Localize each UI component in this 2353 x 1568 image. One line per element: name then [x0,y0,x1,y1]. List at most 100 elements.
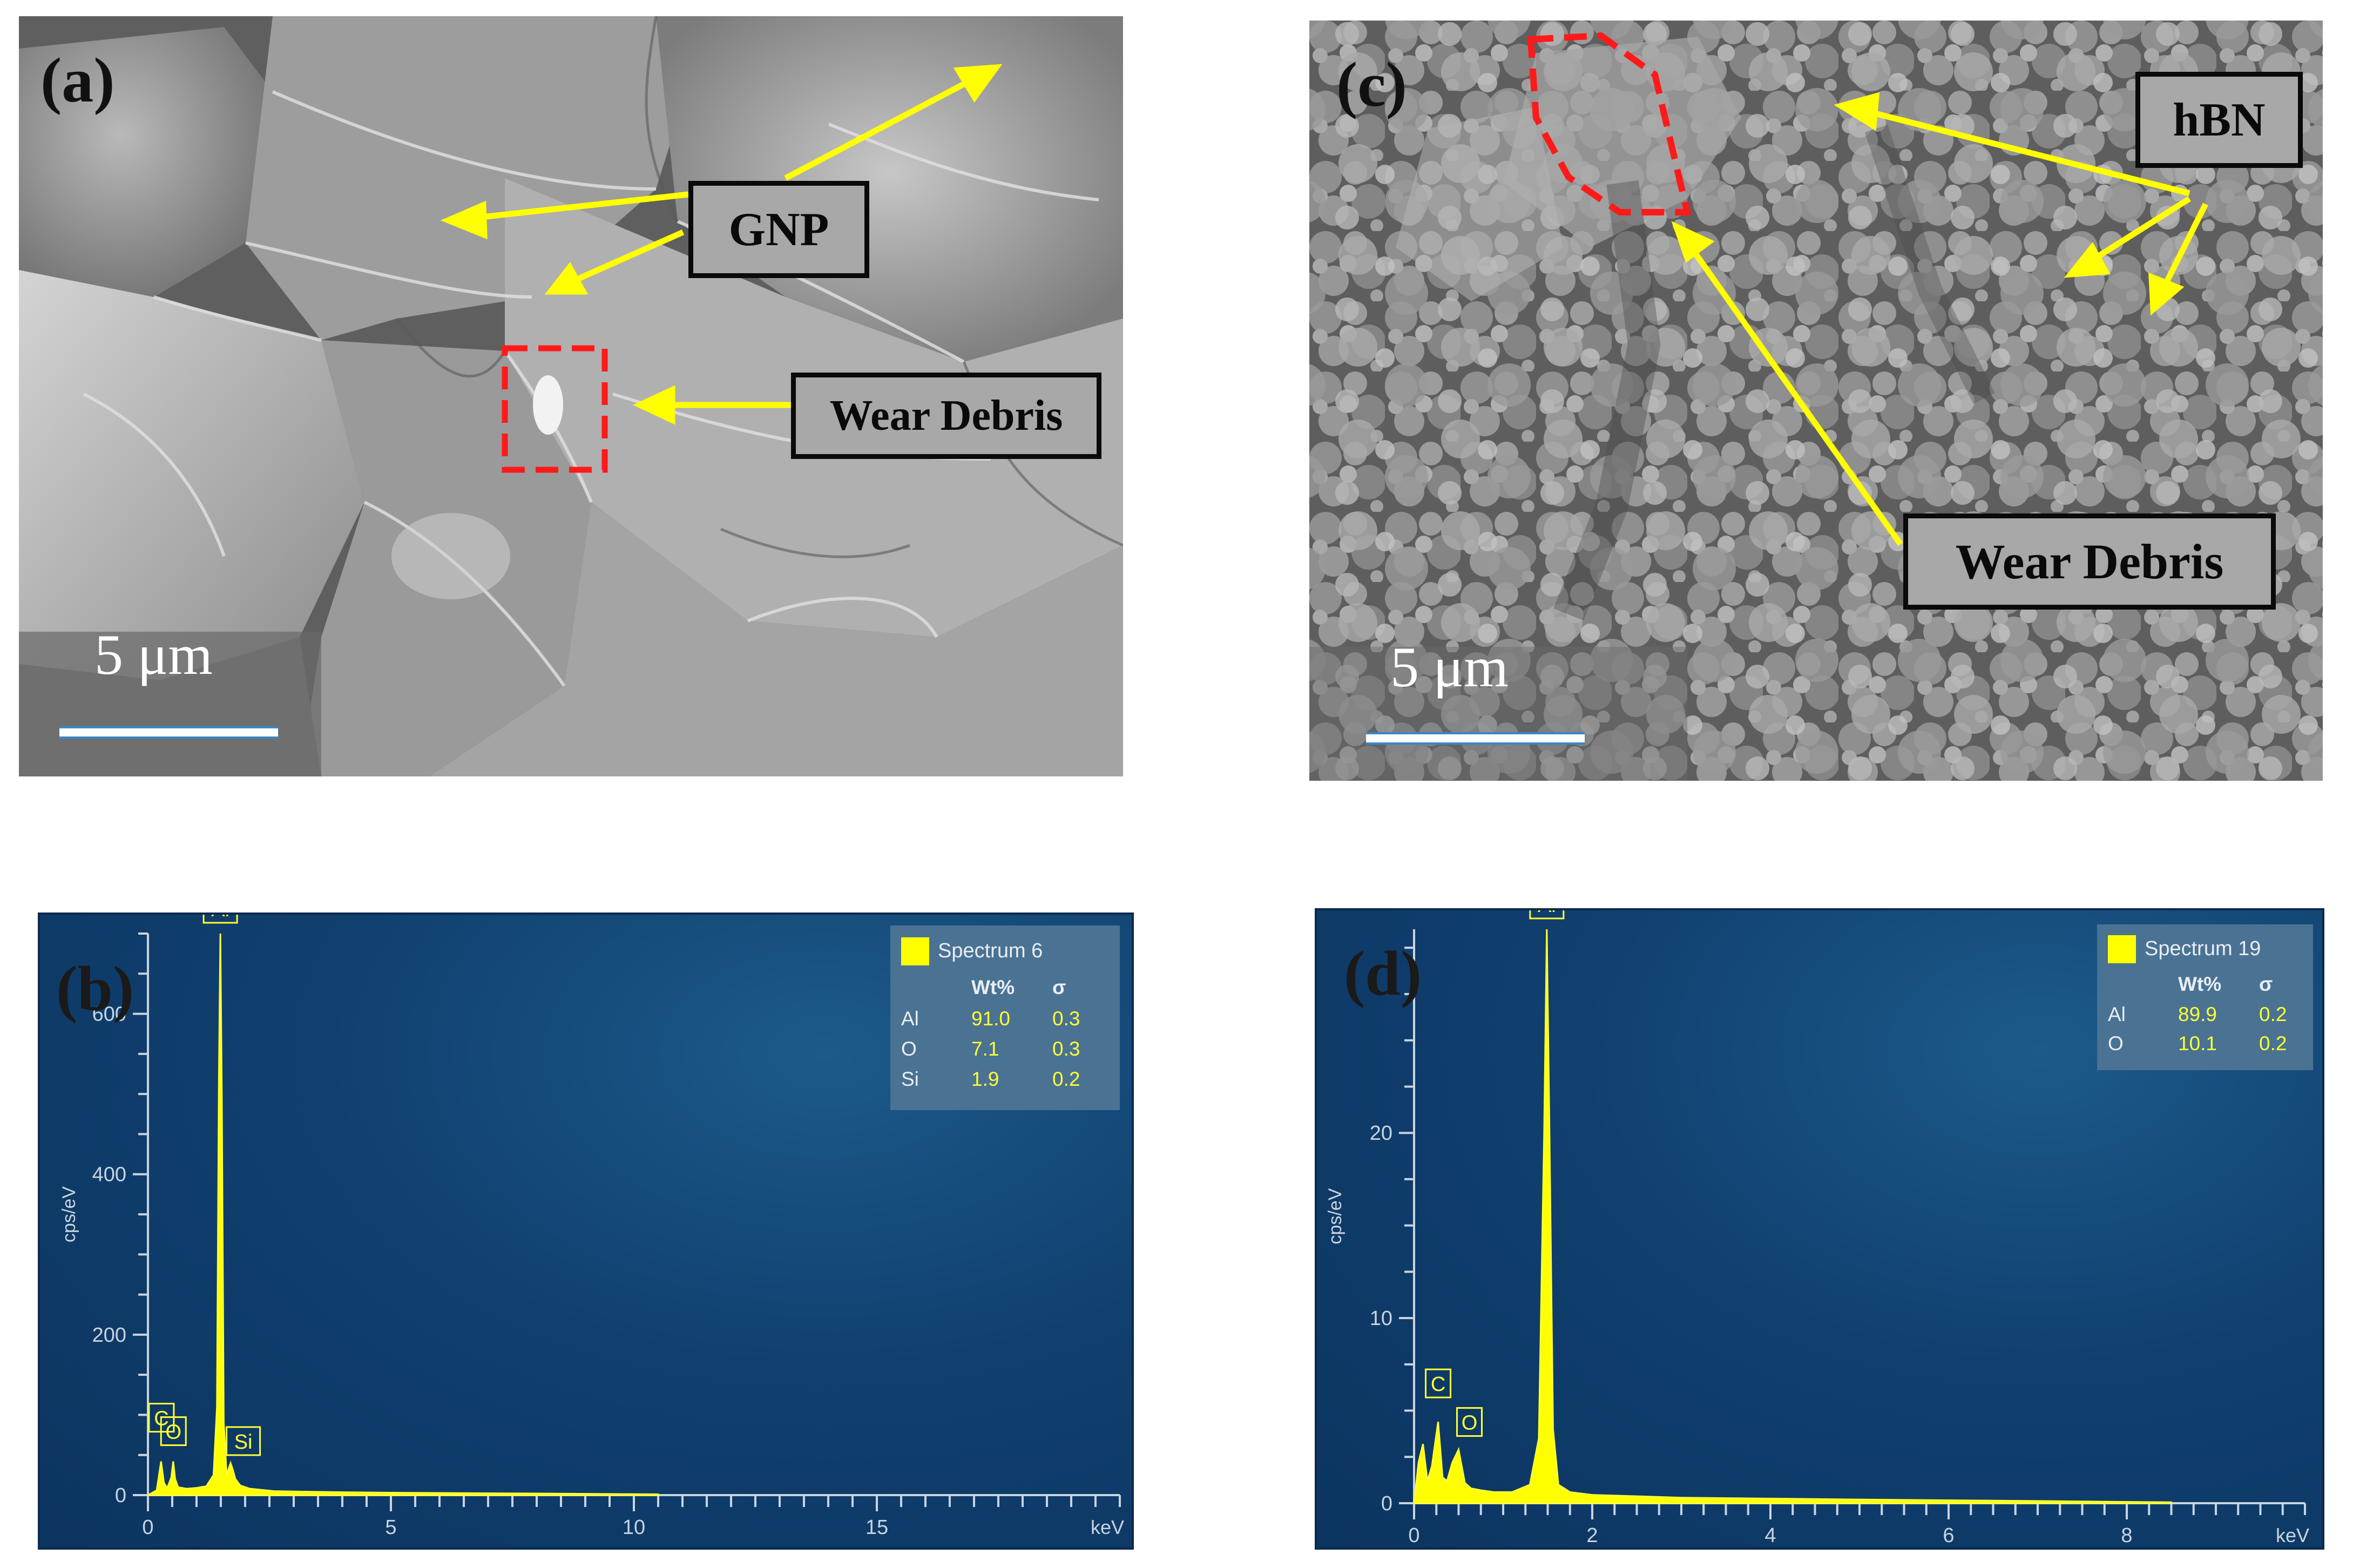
y-tick-label: 400 [92,1164,126,1186]
panel-label-a: (a) [40,45,115,116]
panel-label-b: (b) [56,953,134,1024]
x-tick-label: 8 [2121,1524,2132,1547]
callout-wear-debris-a: Wear Debris [791,373,1101,459]
peak-label-si: Si [226,1426,261,1456]
peak-label-box [160,1416,187,1447]
y-tick-label: 0 [1381,1492,1392,1515]
peak-label-o: O [1456,1407,1483,1437]
scale-bar-a [59,726,278,739]
arrow-hbn-1 [1859,106,2190,197]
peak-label-box [202,915,238,924]
legend-row-el: Al [2108,1003,2126,1025]
legend-row-sigma: 0.2 [2259,1003,2287,1025]
peak-label-text: Al [1538,910,1556,917]
arrow-head-gnp-2 [440,200,488,240]
spectrum-series [147,933,659,1496]
peak-label-o: O [160,1416,187,1447]
legend-swatch-b [901,937,929,965]
legend-row-wt: 7.1 [971,1038,999,1060]
axes-b: 0 5 10 15 keV 0 200 400 600 cps/eV [59,932,1124,1539]
spectrum-series [1413,929,2172,1504]
legend-row-wt: 89.9 [2178,1003,2217,1025]
legend-header-wt-d: Wt% [2178,973,2222,995]
legend-row-wt: 91.0 [971,1008,1011,1030]
x-tick-label: 5 [385,1516,396,1539]
legend-swatch-d [2108,935,2136,963]
peak-label-al: Al [1529,910,1565,920]
arrow-head-hbn-1 [1834,92,1880,131]
peak-label-box [1529,910,1565,920]
scale-label-c: 5 μm [1390,636,1509,699]
legend-header-sigma-b: σ [1052,976,1066,998]
sem-texture-a [19,16,1123,776]
legend-row-el: Al [901,1008,919,1030]
peak-label-text: Al [211,915,229,921]
y-tick-label: 600 [92,1003,126,1026]
arrow-wear-c [1685,240,1903,546]
legend-title-b: Spectrum 6 [938,940,1043,962]
arrow-gnp-2 [466,191,689,222]
x-axis-label: keV [2276,1524,2309,1546]
wear-debris-box-a [502,345,608,473]
scale-bar-c [1366,732,1585,745]
arrow-gnp-1 [784,73,982,181]
y-tick-label: 200 [92,1324,126,1347]
y-tick-label: 20 [1370,1122,1392,1145]
panel-label-d: (d) [1344,938,1422,1009]
x-tick-label: 2 [1586,1524,1598,1547]
legend-header-wt-b: Wt% [971,976,1015,998]
legend-title-d: Spectrum 19 [2145,937,2261,960]
y-axis-label: cps/eV [59,1186,79,1242]
legend-header-sigma-d: σ [2259,973,2273,995]
x-tick-label: 4 [1764,1524,1776,1547]
peak-label-al: Al [202,915,238,924]
legend-row-sigma: 0.2 [2259,1032,2287,1055]
legend-row-el: Si [901,1068,919,1090]
peak-label-text: O [1462,1412,1478,1435]
callout-gnp: GNP [688,181,869,278]
legend-d: Spectrum 19 Wt% σ Al 89.9 0.2 O 10.1 0.2 [2097,924,2313,1070]
arrow-head-wear-a [632,385,675,425]
x-tick-label: 0 [1408,1524,1419,1547]
x-tick-label: 15 [866,1516,888,1539]
legend-row-wt: 1.9 [971,1068,999,1090]
y-tick-label: 10 [1370,1307,1392,1330]
arrow-head-gnp-3 [544,262,589,295]
annotation-arrows-a [440,64,1003,473]
legend-row-sigma: 0.3 [1052,1038,1080,1060]
legend-row-el: O [901,1038,917,1060]
arrow-head-gnp-1 [953,64,1003,103]
legend-row-wt: 10.1 [2178,1032,2217,1055]
legend-b: Spectrum 6 Wt% σ Al 91.0 0.3 O 7.1 0.3 S… [890,925,1120,1110]
scale-label-a: 5 μm [94,623,213,686]
sem-image-a: (a) GNP Wear Debris 5 μm [19,16,1123,776]
callout-hbn: hBN [2135,72,2303,168]
callout-wear-debris-c: Wear Debris [1903,513,2276,610]
x-axis-label: keV [1091,1516,1124,1538]
peak-label-text: Si [234,1431,253,1454]
x-tick-label: 10 [623,1516,645,1539]
panel-label-c: (c) [1336,49,1407,120]
x-tick-label: 0 [142,1516,153,1539]
legend-row-sigma: 0.3 [1052,1008,1080,1030]
arrow-hbn-3 [2160,202,2208,292]
arrow-gnp-3 [560,229,685,289]
legend-row-el: O [2108,1032,2124,1055]
arrow-head-hbn-3 [2148,272,2185,316]
peak-label-text: C [1431,1373,1445,1396]
y-tick-label: 0 [115,1484,126,1507]
legend-row-sigma: 0.2 [1052,1068,1080,1090]
peak-label-box [1425,1368,1452,1398]
arrow-head-hbn-2 [2064,242,2111,278]
peak-label-text: O [165,1421,181,1444]
x-tick-label: 6 [1943,1524,1954,1547]
peak-label-box [1456,1407,1483,1437]
y-axis-label: cps/eV [1325,1188,1345,1244]
wear-debris-box-c [1527,32,1692,215]
peak-label-c: C [1425,1368,1452,1398]
arrow-hbn-2 [2085,196,2191,266]
